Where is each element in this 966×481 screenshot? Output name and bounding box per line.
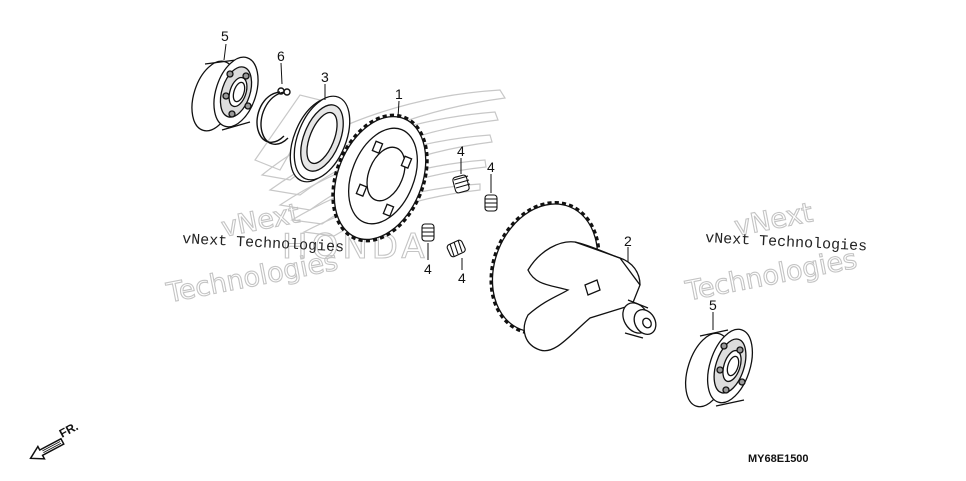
callout-driven-gear: 1 xyxy=(395,86,403,102)
damper-spring-d xyxy=(446,239,466,258)
ball-bearing-bottom xyxy=(684,328,754,408)
circlip xyxy=(256,87,291,145)
watermark-left-big: Technologies xyxy=(163,246,340,310)
callout-circlip: 6 xyxy=(277,48,285,64)
callout-bearing-bottom: 5 xyxy=(709,297,717,313)
oil-seal xyxy=(289,95,351,183)
watermark-right-small: vNext Technologies xyxy=(705,230,868,255)
callout-spring-c: 4 xyxy=(424,261,432,277)
leader-driven-gear xyxy=(397,100,400,119)
driven-gear xyxy=(331,113,429,243)
callout-spring-a: 4 xyxy=(457,143,465,159)
damper-spring-b xyxy=(484,194,498,212)
damper-spring-c xyxy=(421,223,435,242)
damper-spring-a xyxy=(452,174,471,194)
leader-circlip xyxy=(280,62,283,85)
balancer-shaft xyxy=(489,201,657,352)
callout-balancer-shaft: 2 xyxy=(624,233,632,249)
diagram-code: MY68E1500 xyxy=(748,453,809,465)
ball-bearing-top xyxy=(191,56,259,132)
leader-bearing-top xyxy=(223,43,227,61)
callout-spring-b: 4 xyxy=(487,159,495,175)
callout-oil-seal: 3 xyxy=(321,69,329,85)
callout-spring-d: 4 xyxy=(458,270,466,286)
callout-bearing-top: 5 xyxy=(221,28,229,44)
front-direction-label: FR. xyxy=(57,419,81,440)
front-direction-arrow-icon xyxy=(29,437,65,460)
